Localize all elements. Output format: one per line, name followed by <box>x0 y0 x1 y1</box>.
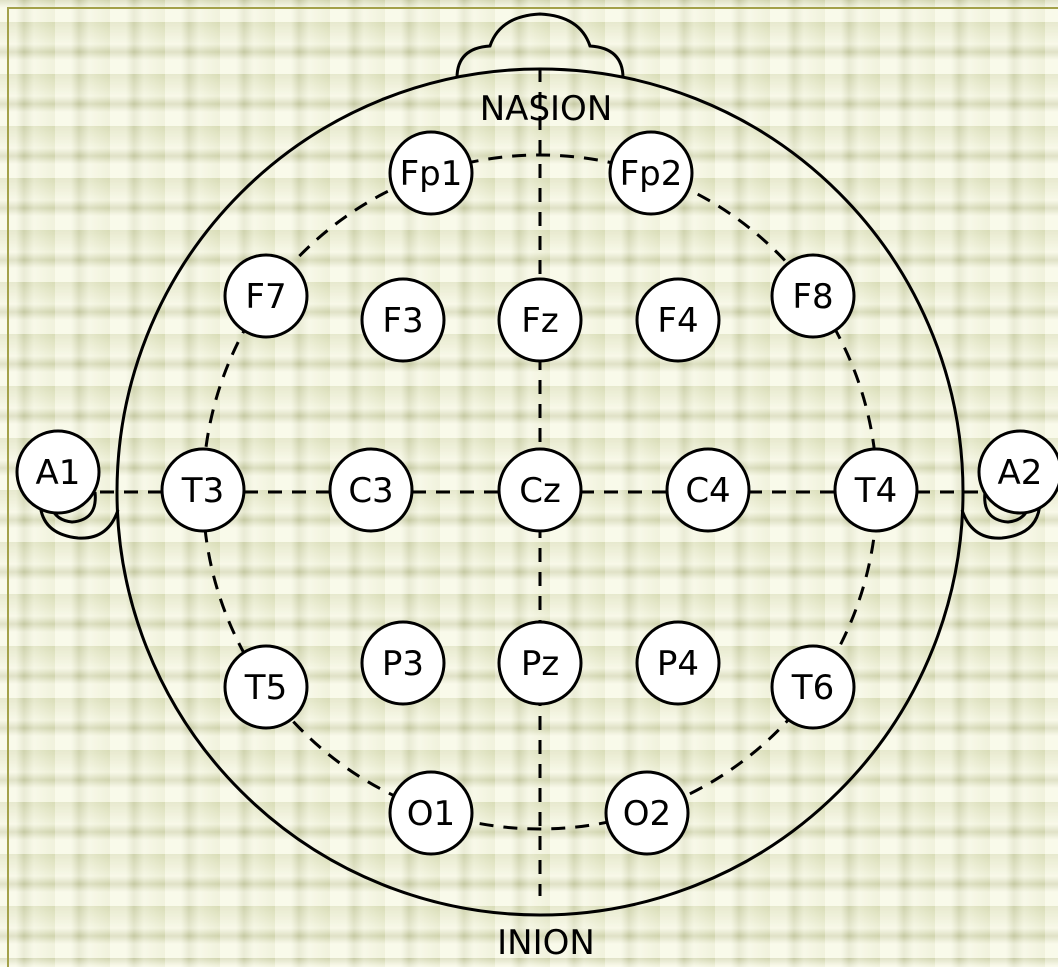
electrode-label: F3 <box>382 301 423 341</box>
electrode-label: P4 <box>657 644 699 684</box>
electrode-t4: T4 <box>833 447 919 533</box>
electrode-t3: T3 <box>160 447 246 533</box>
electrode-f4: F4 <box>635 277 721 363</box>
electrode-a2: A2 <box>977 429 1058 515</box>
electrode-pz: Pz <box>497 620 583 706</box>
electrode-label: O2 <box>623 794 671 834</box>
electrode-label: C4 <box>685 471 730 511</box>
electrode-o1: O1 <box>388 770 474 856</box>
electrode-c3: C3 <box>328 447 414 533</box>
electrode-o2: O2 <box>604 770 690 856</box>
electrode-label: F8 <box>792 277 833 317</box>
electrode-fp2: Fp2 <box>608 130 694 216</box>
nose-outline <box>455 12 625 79</box>
electrode-label: Fp1 <box>400 154 463 194</box>
electrode-label: P3 <box>382 644 424 684</box>
electrode-p4: P4 <box>635 620 721 706</box>
electrode-f8: F8 <box>770 253 856 339</box>
electrode-a1: A1 <box>15 429 101 515</box>
inion-label: INION <box>497 923 595 958</box>
electrode-label: A2 <box>998 453 1043 493</box>
electrode-label: F4 <box>657 301 698 341</box>
electrode-f3: F3 <box>360 277 446 363</box>
electrode-label: Cz <box>519 471 561 511</box>
electrode-label: T4 <box>854 471 897 511</box>
left-ear-outline <box>38 499 120 540</box>
nasion-label: NASION <box>480 89 613 129</box>
electrode-t5: T5 <box>223 644 309 730</box>
electrode-label: A1 <box>36 453 81 493</box>
electrode-label: T5 <box>244 668 287 708</box>
electrode-label: T3 <box>181 471 224 511</box>
electrode-label: F7 <box>245 277 286 317</box>
right-ear-outline <box>960 499 1042 540</box>
electrode-c4: C4 <box>665 447 751 533</box>
electrode-fp1: Fp1 <box>388 130 474 216</box>
electrode-f7: F7 <box>223 253 309 339</box>
electrode-label: Pz <box>521 644 559 684</box>
electrode-label: Fz <box>521 301 558 341</box>
electrode-cz: Cz <box>497 447 583 533</box>
electrode-label: T6 <box>791 668 834 708</box>
electrode-fz: Fz <box>497 277 583 363</box>
electrode-label: O1 <box>407 794 455 834</box>
electrode-p3: P3 <box>360 620 446 706</box>
electrode-t6: T6 <box>770 644 856 730</box>
electrode-label: Fp2 <box>620 154 683 194</box>
electrode-label: C3 <box>348 471 393 511</box>
